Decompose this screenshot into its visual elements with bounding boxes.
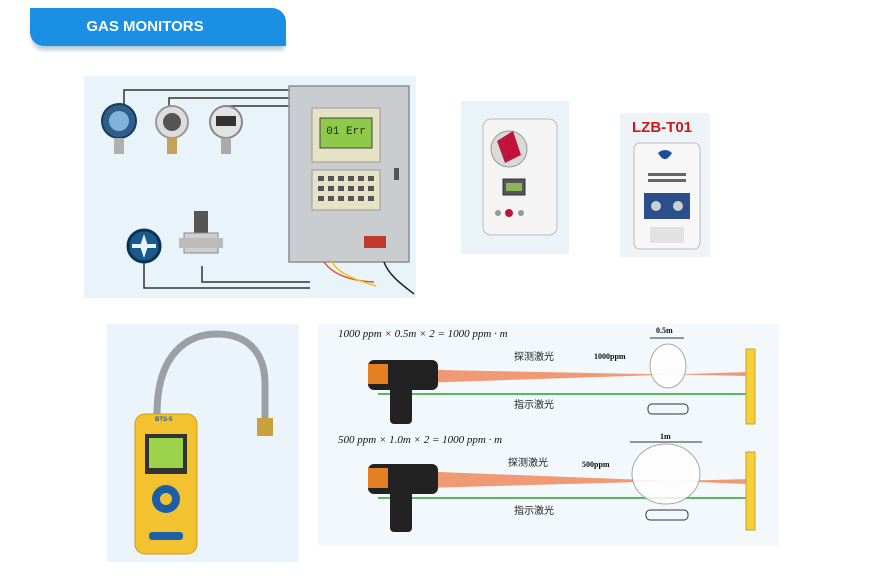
laser-gun-bottom [368, 464, 438, 532]
detect-label-top: 探测激光 [514, 352, 554, 363]
lzb-t01-device [633, 142, 701, 250]
formula-top: 1000 ppm × 0.5m × 2 = 1000 ppm · m [338, 328, 508, 340]
fixed-alarm-system-image: 01 Err [84, 76, 416, 298]
alarm-controller-cabinet [288, 85, 410, 263]
controller-display: 01 Err [326, 126, 366, 138]
solenoid-valve [179, 211, 223, 254]
laser-detection-diagram: 1000 ppm × 0.5m × 2 = 1000 ppm · m 500 p… [318, 324, 779, 546]
handheld-detector [134, 330, 273, 555]
lzb-t01-image: LZB-T01 [620, 113, 710, 257]
gas-sensor-3 [209, 105, 243, 154]
section-header: GAS MONITORS [30, 8, 286, 46]
indicate-label-top: 指示激光 [514, 400, 554, 411]
handheld-model: BTS-5 [155, 417, 173, 423]
household-alarm-device [482, 118, 558, 236]
detect-label-bottom: 探测激光 [508, 458, 548, 469]
formula-bottom: 500 ppm × 1.0m × 2 = 1000 ppm · m [338, 434, 503, 446]
section-title: GAS MONITORS [86, 18, 204, 35]
handheld-detector-image: BTS-5 [107, 324, 299, 562]
gas-sensor-2 [155, 105, 189, 154]
concentration-top: 1000ppm [594, 352, 626, 361]
width-bottom: 1m [660, 432, 671, 441]
household-gas-alarm-image [461, 101, 569, 254]
gas-sensor-1 [101, 103, 137, 154]
laser-diagram-svg [368, 337, 756, 532]
model-label: LZB-T01 [632, 119, 692, 136]
laser-gun-top [368, 360, 438, 424]
exhaust-fan [126, 228, 162, 264]
width-top: 0.5m [656, 326, 673, 335]
concentration-bottom: 500ppm [582, 460, 610, 469]
fixed-alarm-diagram [101, 85, 415, 295]
indicate-label-bottom: 指示激光 [514, 506, 554, 517]
